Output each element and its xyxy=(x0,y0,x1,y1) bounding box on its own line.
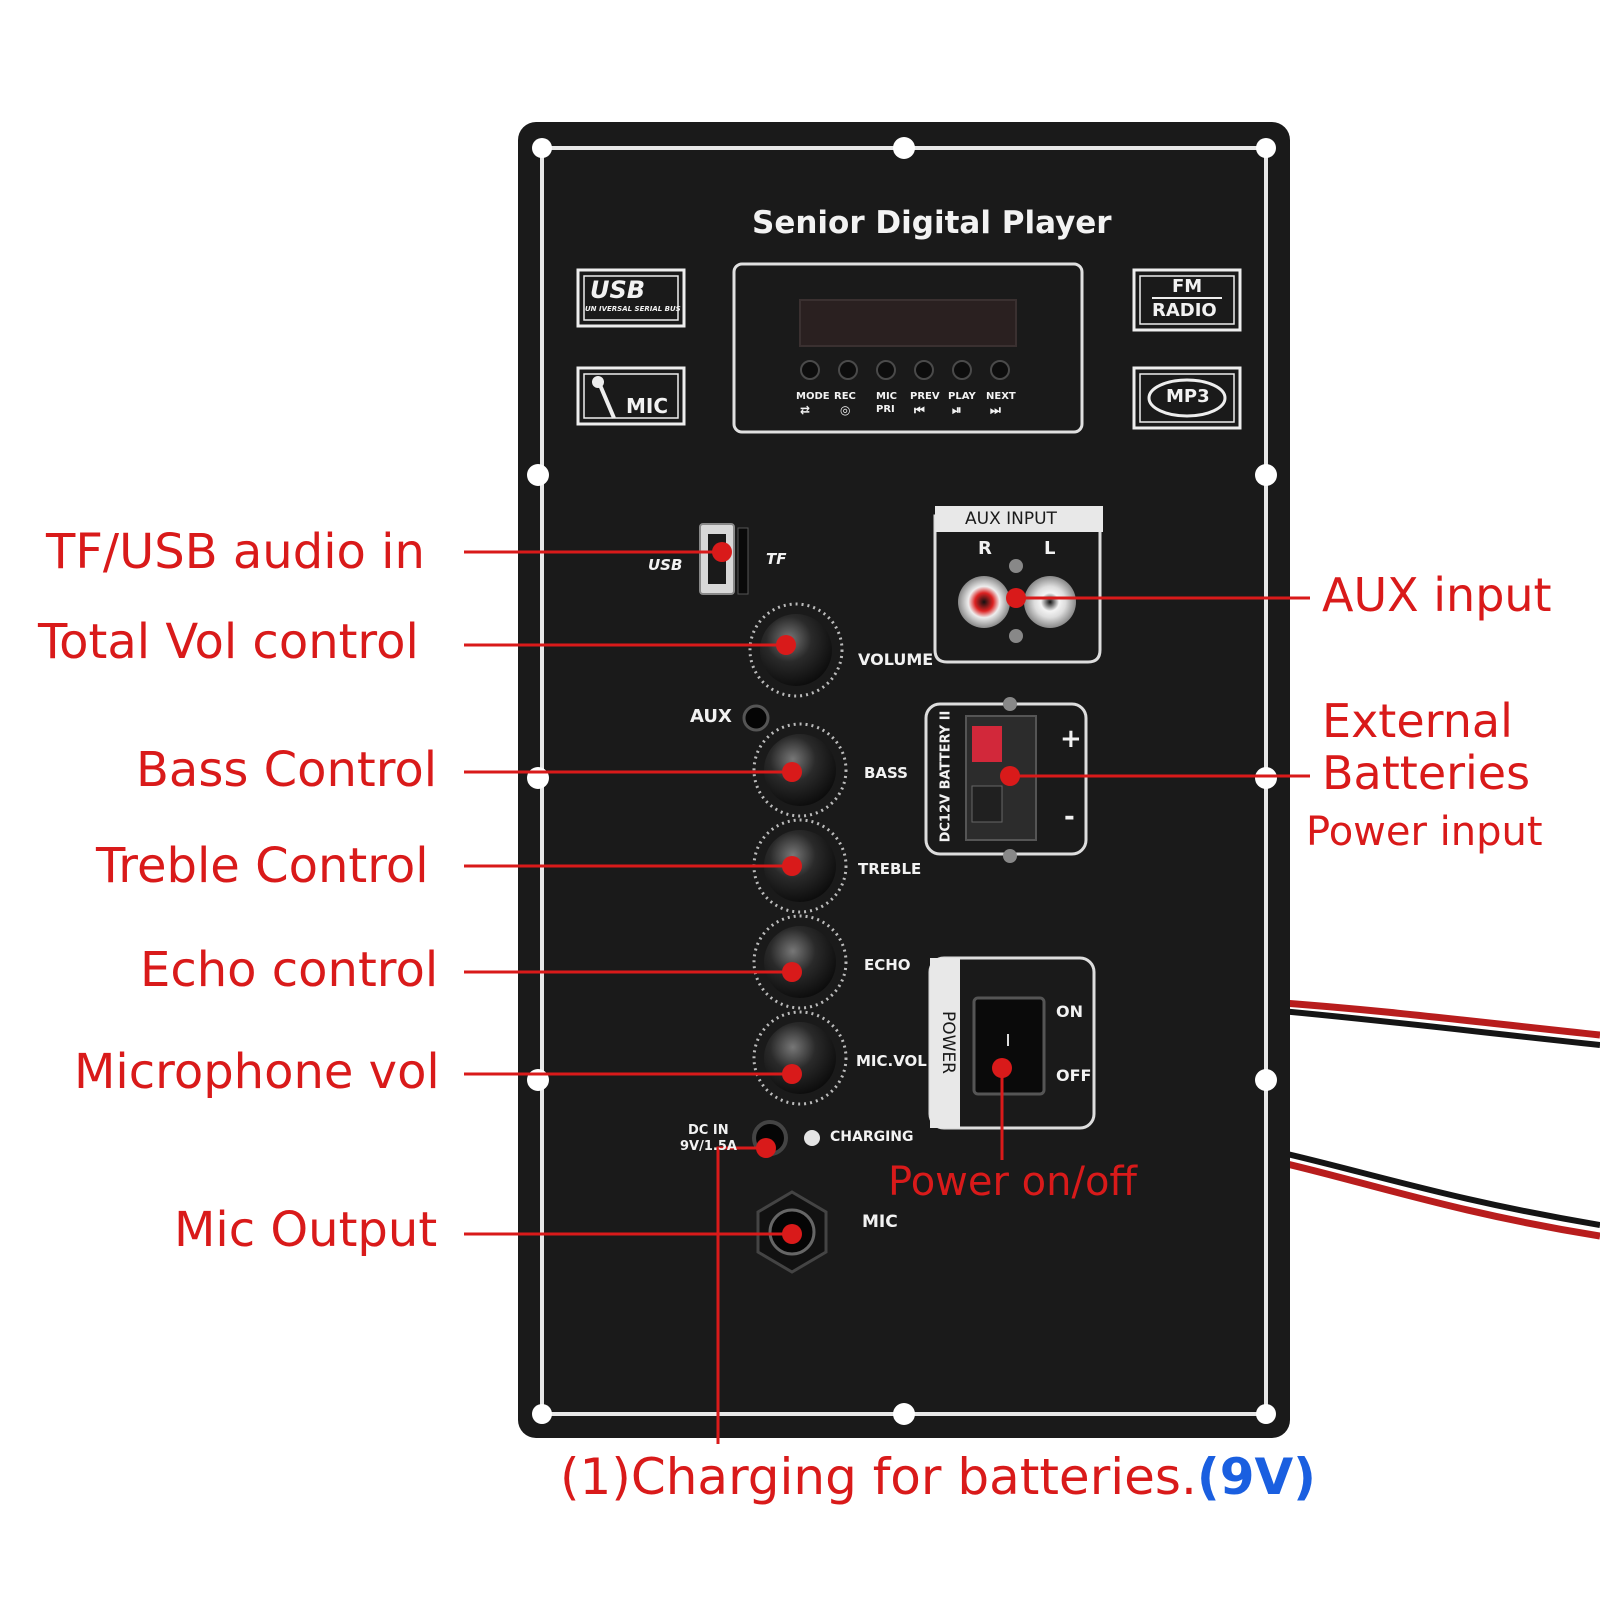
prev-icon: ⏮ xyxy=(914,403,925,417)
callout-ext-3: Power input xyxy=(1306,809,1543,855)
aux-r-label: R xyxy=(978,538,992,559)
callout-total-vol: Total Vol control xyxy=(38,614,419,670)
knob-treble-label: TREBLE xyxy=(858,860,922,878)
mic-pri-label: PRI xyxy=(876,404,895,415)
tf-card-slot xyxy=(737,527,749,595)
radio-label: RADIO xyxy=(1152,300,1217,321)
btn-mode-label: MODE xyxy=(796,391,830,402)
charging-led xyxy=(804,1130,820,1146)
callout-aux: AUX input xyxy=(1322,568,1552,622)
mounting-holes xyxy=(527,137,1277,1425)
callout-charging-text: (1)Charging for batteries. xyxy=(560,1448,1197,1506)
knob-volume xyxy=(748,602,844,698)
callout-treble: Treble Control xyxy=(96,838,429,894)
rca-jack-left xyxy=(1024,576,1076,628)
positive-clip xyxy=(972,726,1002,762)
power-cables xyxy=(1269,998,1600,1240)
callout-dots xyxy=(712,542,1026,1244)
dc-in-label: DC IN xyxy=(688,1123,729,1138)
btn-mic-label: MIC xyxy=(876,391,898,402)
usb-badge-label: USB xyxy=(590,276,646,304)
usb-badge xyxy=(576,268,686,328)
negative-clip xyxy=(971,785,1003,823)
aux-l-label: L xyxy=(1044,538,1056,559)
callout-mic-vol: Microphone vol xyxy=(74,1044,440,1100)
panel-title: Senior Digital Player xyxy=(752,205,1112,241)
callout-mic-output: Mic Output xyxy=(174,1202,438,1258)
play-pause-icon: ⏯ xyxy=(952,403,962,417)
knob-mic-vol-label: MIC.VOL xyxy=(856,1052,927,1070)
fm-label: FM xyxy=(1172,276,1203,297)
btn-play-label: PLAY xyxy=(948,391,976,402)
mode-icon: ⇄ xyxy=(800,403,811,417)
amplifier-panel xyxy=(518,122,1290,1438)
aux-jack-label: AUX xyxy=(690,706,732,727)
mp3-globe-icon xyxy=(1147,378,1227,418)
rca-jack-right xyxy=(958,576,1010,628)
btn-rec-label: REC xyxy=(834,391,856,402)
lcd-display xyxy=(799,299,1017,347)
callout-bass: Bass Control xyxy=(136,742,438,798)
rec-icon: ◎ xyxy=(840,403,851,417)
knob-echo xyxy=(752,914,848,1010)
mp3-label: MP3 xyxy=(1166,386,1210,407)
callout-charging-voltage: (9V) xyxy=(1196,1448,1317,1506)
microphone-icon xyxy=(598,384,616,419)
tf-slot-label: TF xyxy=(766,550,787,568)
mp3-badge xyxy=(1132,366,1242,430)
usb-port-label: USB xyxy=(648,556,683,574)
on-label: ON xyxy=(1056,1002,1083,1021)
fm-radio-badge xyxy=(1132,268,1242,332)
mic-badge-label: MIC xyxy=(626,394,669,418)
aux-input-label: AUX INPUT xyxy=(965,509,1057,529)
btn-next-label: NEXT xyxy=(986,391,1016,402)
battery-minus-label: - xyxy=(1064,802,1075,832)
knob-volume-label: VOLUME xyxy=(858,650,934,669)
callout-charging: (1)Charging for batteries.(9V) xyxy=(560,1452,1316,1502)
knob-bass-label: BASS xyxy=(864,764,908,782)
callout-lines xyxy=(464,550,1310,1444)
callout-ext-1: External xyxy=(1322,694,1513,748)
dc-in-rating-label: 9V/1.5A xyxy=(680,1139,737,1154)
knob-mic-vol xyxy=(752,1010,848,1106)
btn-prev-label: PREV xyxy=(910,391,940,402)
control-buttons xyxy=(800,360,1010,380)
power-label: POWER xyxy=(938,1011,958,1074)
callout-tf-usb: TF/USB audio in xyxy=(46,524,425,580)
aux-input-frame xyxy=(933,514,1102,664)
mic-badge xyxy=(576,366,686,426)
battery-plus-label: + xyxy=(1060,724,1082,754)
callout-echo: Echo control xyxy=(140,942,439,998)
mic-jack-label: MIC xyxy=(862,1212,898,1232)
battery-label: DC12V BATTERY II xyxy=(938,710,954,843)
charging-led-label: CHARGING xyxy=(830,1129,914,1145)
next-icon: ⏭ xyxy=(990,403,1001,417)
usb-badge-sub: UN IVERSAL SERIAL BUS xyxy=(585,305,681,313)
callout-ext-2: Batteries xyxy=(1322,746,1531,800)
aux-jack xyxy=(742,704,770,732)
off-label: OFF xyxy=(1056,1066,1092,1085)
callout-power: Power on/off xyxy=(888,1159,1137,1205)
knob-echo-label: ECHO xyxy=(864,956,911,974)
display-frame xyxy=(732,262,1084,434)
